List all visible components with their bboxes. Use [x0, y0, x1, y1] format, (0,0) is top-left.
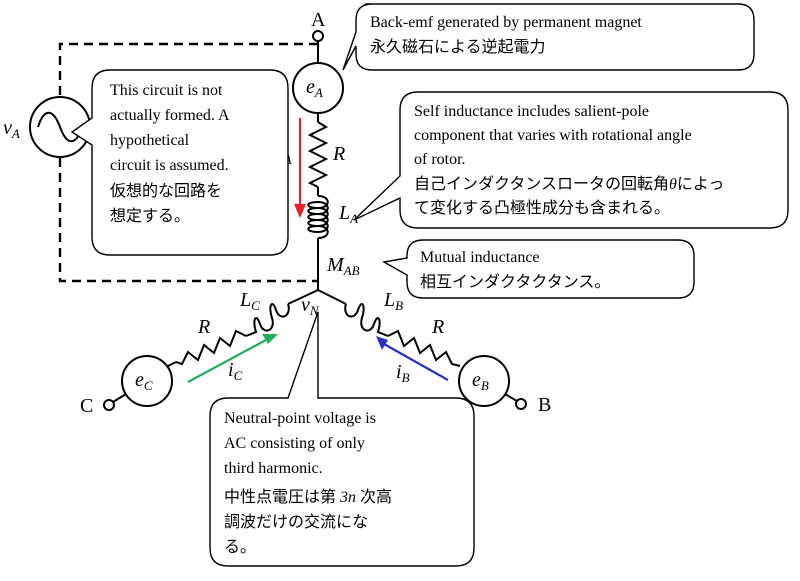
current-b-label: iB — [396, 361, 410, 385]
current-c-arrow — [187, 339, 267, 383]
current-b-arrowhead — [376, 336, 388, 350]
hypo-line-1: This circuit is not — [110, 82, 223, 99]
self-ind-line-5: て変化する凸極性成分も含まれる。 — [414, 199, 670, 217]
emf-source-b — [458, 355, 510, 407]
terminal-c — [103, 399, 115, 411]
mutual-inductance-label: MAB — [326, 254, 360, 278]
current-b-arrow — [383, 343, 449, 381]
current-c-arrowhead — [262, 334, 278, 344]
inductor-c — [245, 303, 290, 337]
callout-hypothetical: This circuit is not actually formed. A h… — [70, 69, 289, 256]
self-ind-line-2: component that varies with rotational an… — [414, 127, 692, 144]
inductor-c-label: LC — [239, 289, 260, 313]
self-ind-line-3: of rotor. — [414, 151, 466, 168]
resistor-c — [175, 329, 247, 366]
hypo-line-3: hypothetical — [110, 132, 190, 149]
self-ind-line-1: Self inductance includes salient-pole — [414, 103, 649, 120]
phase-a-branch: A eA R LA iA MAB — [278, 9, 360, 290]
hypo-line-2: actually formed. A — [110, 107, 230, 124]
emf-source-c — [121, 355, 173, 407]
hypo-line-4: circuit is assumed. — [110, 157, 229, 174]
neutral-line-6: る。 — [224, 539, 256, 556]
hypo-line-5: 仮想的な回路を — [110, 182, 222, 200]
inductor-a — [307, 195, 329, 239]
phase-c-branch: LC R eC C iC — [80, 289, 319, 417]
node-c-label: C — [80, 395, 93, 417]
ac-voltage-source: vA — [3, 96, 91, 158]
neutral-line-2: AC consisting of only — [224, 435, 365, 452]
backemf-text-en: Back-emf generated by permanent magnet — [370, 14, 642, 31]
mutual-text-en: Mutual inductance — [420, 249, 540, 266]
callout-neutral: Neutral-point voltage is AC consisting o… — [209, 311, 475, 567]
emf-b-label: eB — [472, 369, 489, 393]
emf-c-label: eC — [135, 369, 153, 393]
inductor-a-label: LA — [338, 202, 358, 226]
node-b-label: B — [538, 394, 551, 416]
phase-b-branch: LB R eB B iB — [317, 289, 551, 416]
neutral-voltage-label: vN — [301, 294, 320, 318]
terminal-b — [515, 398, 527, 410]
callout-backemf: Back-emf generated by permanent magnet 永… — [342, 3, 755, 71]
mutual-text-ja: 相互インダクタクタンス。 — [420, 273, 610, 291]
resistor-b-label: R — [431, 316, 444, 338]
callout-mutual: Mutual inductance 相互インダクタクタンス。 — [381, 239, 695, 299]
self-ind-line-4: 自己インダクタンスロータの回転角θによっ — [414, 175, 724, 193]
terminal-a — [312, 30, 324, 42]
hypothetical-circuit — [58, 42, 318, 283]
resistor-c-label: R — [197, 316, 210, 338]
inductor-b — [344, 303, 389, 337]
inductor-b-label: LB — [383, 289, 403, 313]
backemf-text-ja: 永久磁石による逆起電力 — [370, 38, 546, 56]
resistor-b — [387, 329, 461, 367]
resistor-a — [307, 121, 329, 188]
neutral-line-1: Neutral-point voltage is — [224, 410, 376, 427]
source-label: vA — [3, 117, 20, 141]
resistor-a-label: R — [332, 143, 345, 165]
neutral-line-5: 調波だけの交流にな — [224, 513, 368, 531]
emf-a-label: eA — [306, 76, 323, 100]
node-a-label: A — [311, 9, 326, 31]
neutral-line-3: third harmonic. — [224, 460, 323, 477]
current-a-arrowhead — [294, 204, 306, 218]
hypo-line-6: 想定する。 — [110, 207, 190, 225]
current-c-label: iC — [228, 359, 243, 383]
callout-self-inductance: Self inductance includes salient-pole co… — [353, 91, 789, 229]
